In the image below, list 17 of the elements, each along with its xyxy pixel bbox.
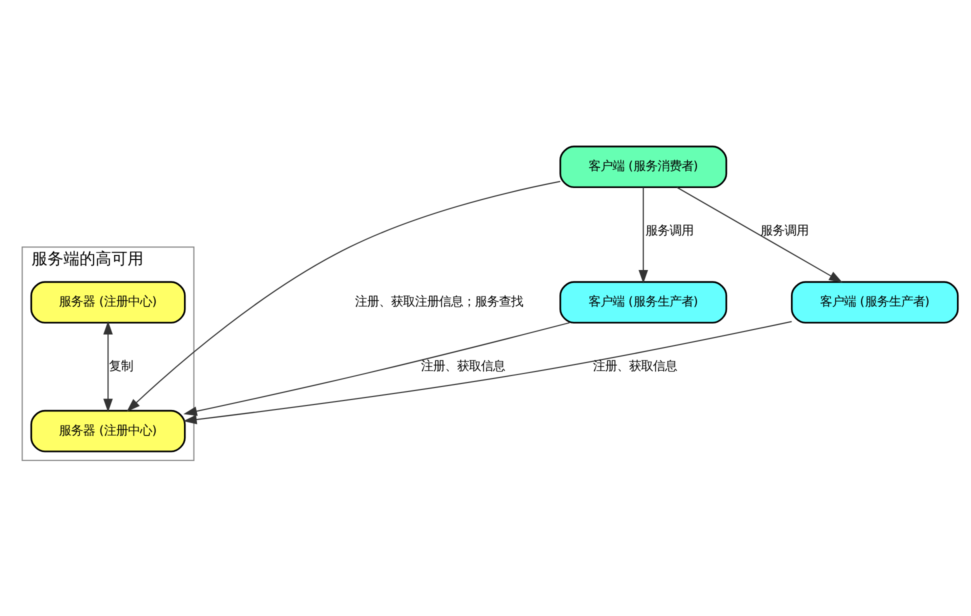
edge-label: 服务调用 xyxy=(760,222,808,238)
edge-label: 注册、获取信息 xyxy=(592,358,677,373)
node-box: 客户端 (服务生产者) xyxy=(790,281,959,324)
node-box: 服务器 (注册中心) xyxy=(30,281,186,324)
node-box: 客户端 (服务生产者) xyxy=(559,281,728,324)
arrow xyxy=(638,187,648,284)
arrow xyxy=(103,320,113,412)
arrow xyxy=(183,321,792,424)
arrow xyxy=(126,180,560,412)
node-box: 客户端 (服务消费者) xyxy=(559,146,728,188)
arrow xyxy=(676,186,843,283)
arrow xyxy=(183,322,570,416)
edge-label: 注册、获取注册信息；服务查找 xyxy=(354,294,523,309)
node-box: 服务器 (注册中心) xyxy=(30,410,186,452)
edge-label: 注册、获取信息 xyxy=(421,358,506,373)
edge-label: 复制 xyxy=(109,358,134,373)
edge-label: 服务调用 xyxy=(645,222,694,238)
